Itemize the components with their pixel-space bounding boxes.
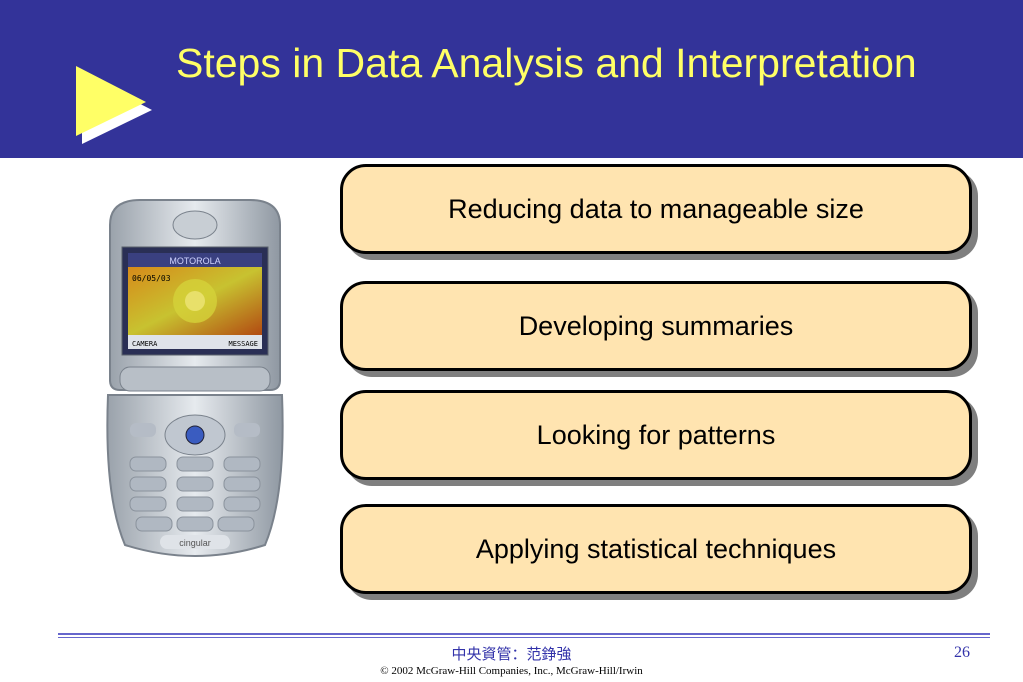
footer-copyright: © 2002 McGraw-Hill Companies, Inc., McGr…	[380, 665, 643, 677]
phone-date: 06/05/03	[132, 274, 171, 283]
phone-brand: MOTOROLA	[169, 256, 220, 266]
step-box-1: Reducing data to manageable size	[340, 164, 972, 254]
footer-author: 中央資管：范錚強	[451, 645, 572, 663]
step-box-4: Applying statistical techniques	[340, 504, 972, 594]
step-box-2: Developing summaries	[340, 281, 972, 371]
page-number: 26	[954, 644, 970, 661]
flip-phone-image: MOTOROLA 06/05/03 CAMERA MESSAGE cingula…	[106, 199, 284, 557]
play-arrow-icon	[76, 66, 152, 144]
step-box-3: Looking for patterns	[340, 390, 972, 480]
header-bar	[0, 0, 1023, 158]
slide-title: Steps in Data Analysis and Interpretatio…	[176, 40, 917, 86]
phone-softkey-left: CAMERA	[132, 340, 158, 348]
phone-softkey-right: MESSAGE	[228, 340, 258, 348]
phone-carrier: cingular	[179, 538, 211, 548]
footer-divider	[58, 633, 990, 638]
